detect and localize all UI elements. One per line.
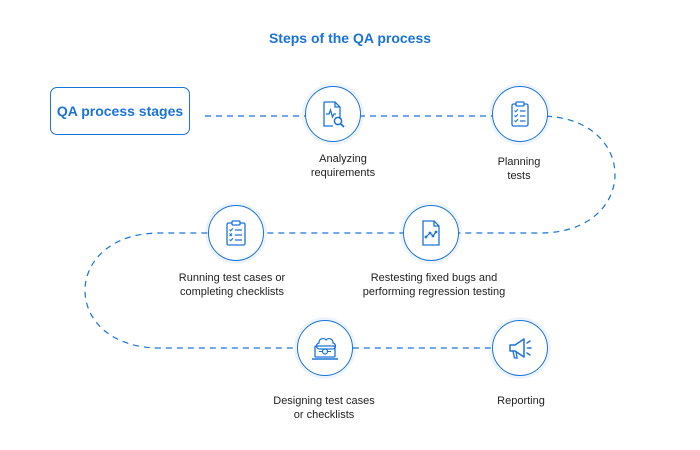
diagram-title: Steps of the QA process bbox=[268, 30, 432, 46]
checklist-icon bbox=[221, 218, 251, 248]
step-retesting bbox=[403, 205, 459, 261]
document-graph-icon bbox=[416, 218, 446, 248]
step-planning-tests bbox=[492, 86, 548, 142]
step-label: Reporting bbox=[497, 395, 545, 407]
step-reporting bbox=[492, 320, 548, 376]
step-designing-test-cases bbox=[297, 320, 353, 376]
start-label: QA process stages bbox=[56, 103, 184, 119]
laptop-cloud-icon bbox=[309, 333, 341, 363]
clipboard-checklist-icon bbox=[505, 99, 535, 129]
step-running-test-cases bbox=[208, 205, 264, 261]
megaphone-icon bbox=[505, 333, 535, 363]
document-magnifier-icon bbox=[318, 99, 348, 129]
step-analyzing-requirements bbox=[305, 86, 361, 142]
start-box: QA process stages bbox=[50, 87, 190, 135]
dashed-connector bbox=[84, 115, 616, 349]
